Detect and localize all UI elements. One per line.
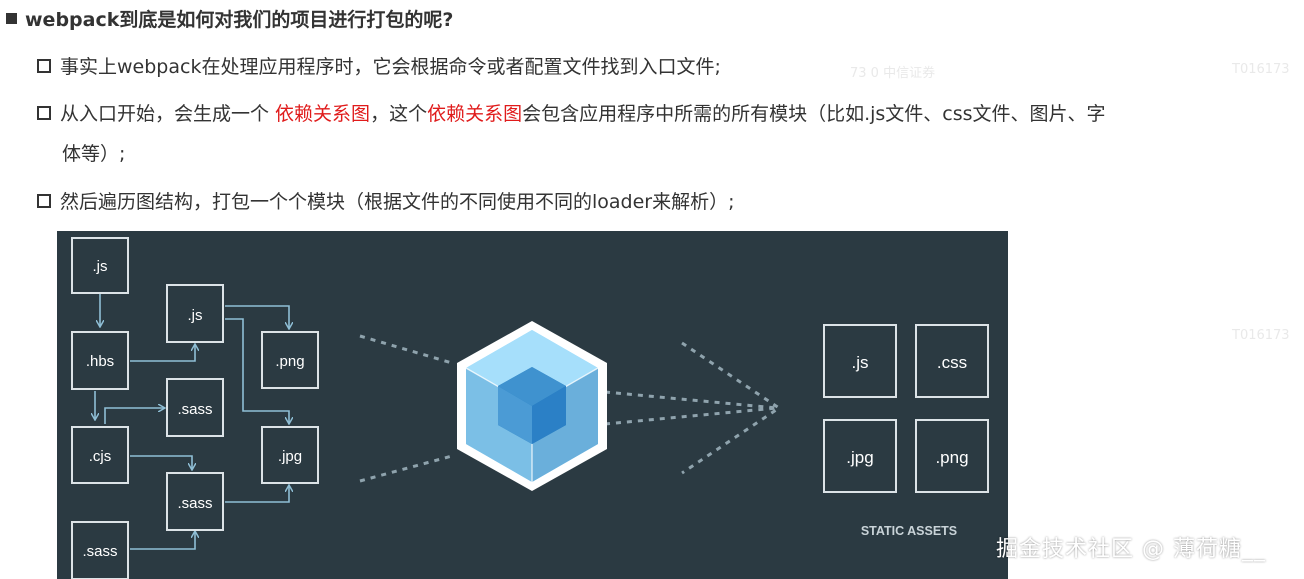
hollow-square-bullet-icon [37,106,51,120]
flow-dotted-lines [359,334,782,483]
asset-box [915,324,989,398]
ghost-text: T016173 [1232,62,1290,77]
asset-box [915,419,989,493]
module-box [71,426,129,484]
dependency-arrows [95,293,289,550]
site-watermark: 掘金技术社区 @ 薄荷糖__ [996,537,1266,562]
asset-box [823,324,897,398]
module-label: .cjs [89,448,112,465]
hollow-square-bullet-icon [37,194,51,208]
diagram-svg: .js .hbs .cjs .sass .js .sass .sass .png… [71,237,989,579]
item-text: 然后遍历图结构，打包一个个模块（根据文件的不同使用不同的loader来解析）; [60,191,735,213]
module-box [261,331,319,389]
list-item: 从入口开始，会生成一个 依赖关系图，这个依赖关系图会包含应用程序中所需的所有模块… [37,94,1303,174]
square-bullet-icon [6,12,17,24]
module-box [166,284,224,343]
ghost-text: T016173 [1232,328,1290,343]
asset-label: .png [935,448,968,467]
asset-box [823,419,897,493]
item-text-continuation: 体等）; [62,143,126,165]
module-label: .jpg [278,448,302,465]
module-box [71,331,129,390]
module-label: .sass [177,401,212,418]
item-text-after: 会包含应用程序中所需的所有模块（比如.js文件、css文件、图片、字 [522,103,1106,125]
heading-text: webpack到底是如何对我们的项目进行打包的呢? [25,8,454,31]
module-label: .js [93,258,108,275]
list-item: 事实上webpack在处理应用程序时，它会根据命令或者配置文件找到入口文件; [37,47,721,87]
item-text-middle: ，这个 [370,103,428,125]
asset-label: .js [852,353,869,372]
webpack-cube-icon [457,321,607,491]
module-label: .js [188,307,203,324]
list-item: 然后遍历图结构，打包一个个模块（根据文件的不同使用不同的loader来解析）; [37,182,735,222]
module-label: .sass [82,543,117,560]
hollow-square-bullet-icon [37,59,51,73]
module-box [71,521,129,579]
static-assets-label: STATIC ASSETS [861,524,957,538]
item-text-before: 从入口开始，会生成一个 [60,103,276,125]
asset-label: .jpg [846,448,873,467]
module-box [166,378,224,437]
module-label: .hbs [86,353,114,370]
item-text: 事实上webpack在处理应用程序时，它会根据命令或者配置文件找到入口文件; [60,56,721,78]
highlight-dependency-graph: 依赖关系图 [275,103,371,125]
webpack-bundling-diagram: .js .hbs .cjs .sass .js .sass .sass .png… [57,231,1008,579]
module-box [71,237,129,294]
module-label: .sass [177,495,212,512]
module-label: .png [275,353,304,370]
highlight-dependency-graph: 依赖关系图 [427,103,523,125]
module-box [261,426,319,484]
section-heading: webpack到底是如何对我们的项目进行打包的呢? [6,4,453,32]
ghost-text: 73 0 中信证券 [850,66,936,81]
asset-label: .css [937,353,967,372]
module-box [166,472,224,531]
